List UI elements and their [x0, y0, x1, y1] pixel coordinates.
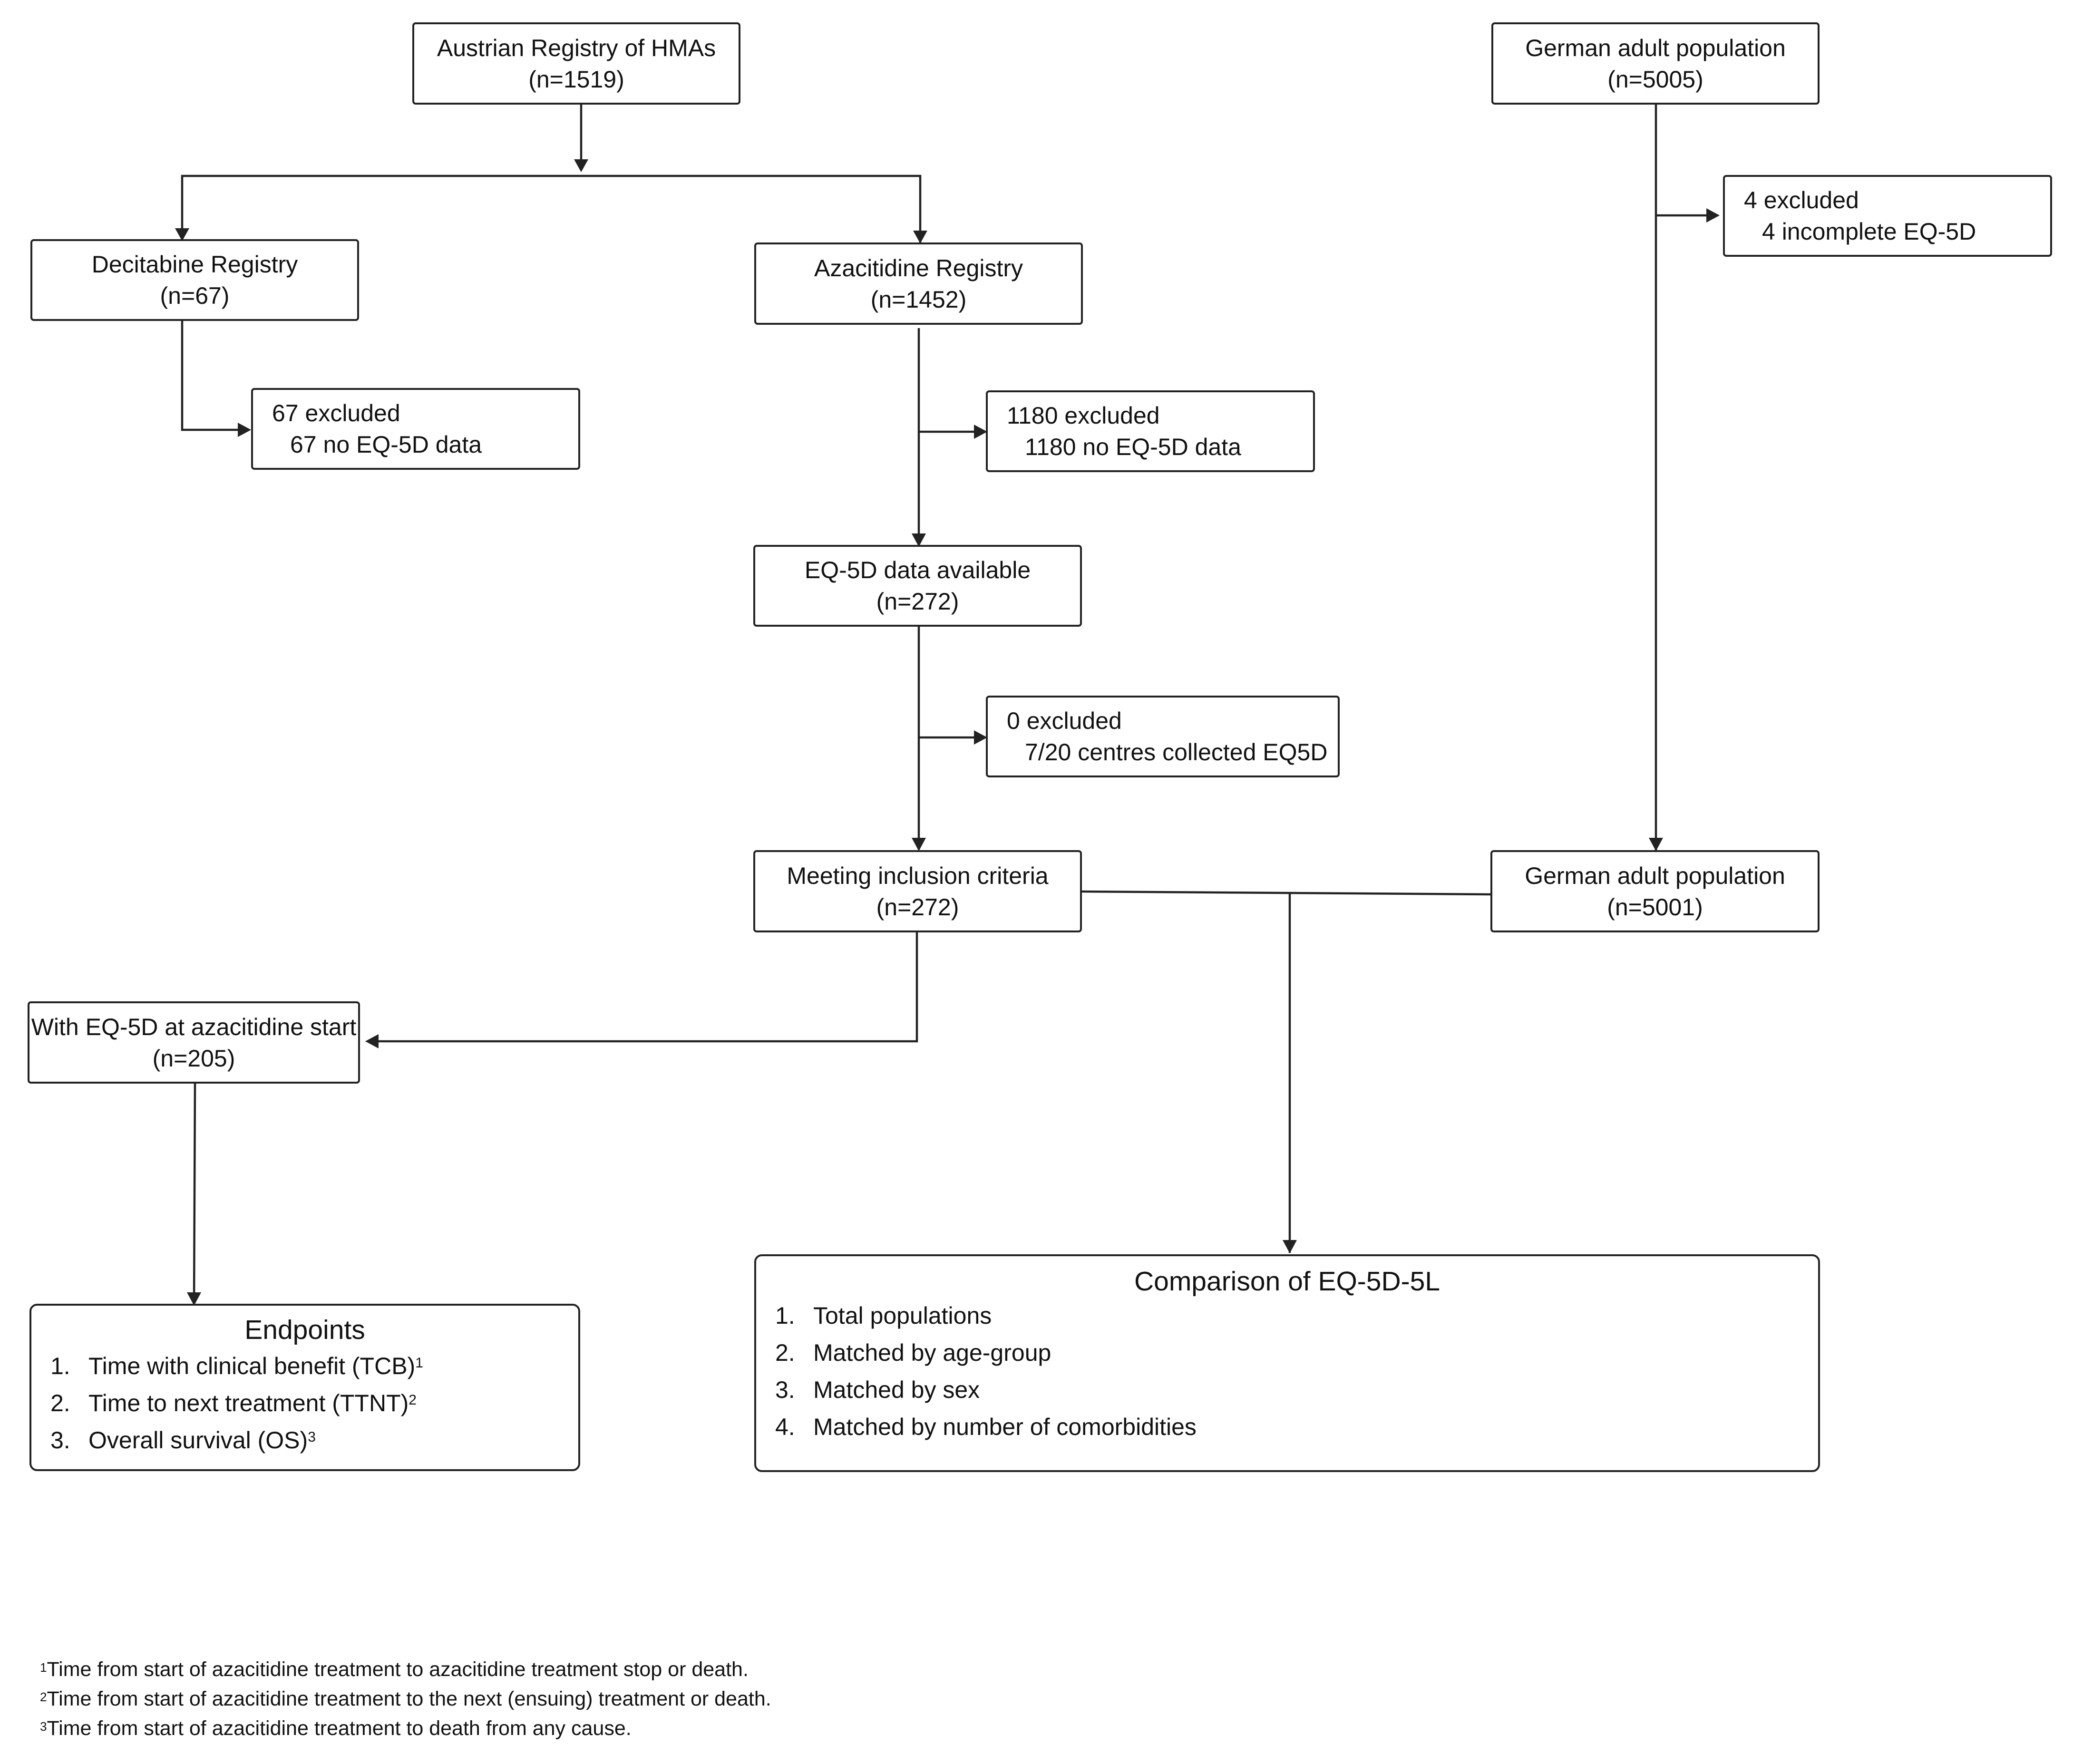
footnote-text: Time from start of azacitidine treatment… [47, 1658, 749, 1681]
arrowhead-azacitidine-excluded [974, 425, 987, 439]
decitabine-registry-title: Decitabine Registry [91, 251, 298, 278]
german-excluded-box: 4 excluded 4 incomplete EQ-5D [1723, 175, 2052, 257]
decitabine-registry-count: (n=67) [160, 282, 230, 309]
arrowhead-eq5d-available [912, 533, 926, 547]
comparison-text: Total populations [813, 1302, 992, 1329]
endpoint-number: 1. [50, 1353, 70, 1379]
footnote: 2Time from start of azacitidine treatmen… [40, 1684, 771, 1714]
arrowhead-comparison [1283, 1240, 1297, 1253]
centres-excluded-reason: 7/20 centres collected EQ5D [1025, 739, 1328, 766]
endpoint-text: Time to next treatment (TTNT) [88, 1390, 409, 1416]
eq5d-start-box: With EQ-5D at azacitidine start (n=205) [28, 1001, 360, 1084]
comparison-number: 1. [775, 1302, 795, 1329]
comparison-list: 1. Total populations 2. Matched by age-gro… [756, 1297, 1818, 1445]
endpoint-text: Overall survival (OS) [88, 1427, 308, 1454]
comparison-box: Comparison of EQ-5D-5L 1. Total populatio… [754, 1254, 1820, 1472]
comparison-item: 2. Matched by age-group [775, 1334, 1818, 1371]
inclusion-criteria-title: Meeting inclusion criteria [787, 862, 1049, 889]
arrowhead-german-bottom [1649, 838, 1663, 851]
comparison-item: 4. Matched by number of comorbidities [775, 1408, 1818, 1445]
azacitidine-excluded-reason: 1180 no EQ-5D data [1025, 434, 1241, 460]
footnote: 3Time from start of azacitidine treatmen… [40, 1714, 771, 1743]
centres-excluded-box: 0 excluded 7/20 centres collected EQ5D [986, 696, 1340, 777]
german-adult-bottom-title: German adult population [1525, 862, 1785, 889]
azacitidine-excluded-box: 1180 excluded 1180 no EQ-5D data [986, 390, 1315, 472]
endpoint-item: 2. Time to next treatment (TTNT)2 [50, 1385, 578, 1422]
comparison-text: Matched by sex [813, 1376, 980, 1403]
austrian-registry-count: (n=1519) [528, 66, 624, 93]
endpoint-item: 3. Overall survival (OS)3 [50, 1422, 578, 1459]
inclusion-criteria-box: Meeting inclusion criteria (n=272) [753, 850, 1082, 932]
endpoint-number: 3. [50, 1427, 70, 1454]
endpoints-box: Endpoints 1. Time with clinical benefit (… [29, 1304, 580, 1471]
arrowhead-endpoints [187, 1292, 201, 1306]
footnote-marker: 2 [40, 1690, 47, 1704]
comparison-number: 3. [775, 1376, 795, 1403]
endpoints-title: Endpoints [244, 1315, 365, 1345]
comparison-item: 1. Total populations [775, 1297, 1818, 1334]
german-adult-bottom-box: German adult population (n=5001) [1490, 850, 1820, 932]
footnote-text: Time from start of azacitidine treatment… [47, 1687, 771, 1710]
comparison-text: Matched by number of comorbidities [813, 1414, 1197, 1440]
comparison-item: 3. Matched by sex [775, 1371, 1818, 1408]
line-inclusion-to-eq5d-start [373, 931, 918, 1043]
decitabine-excluded-count: 67 excluded [272, 400, 400, 426]
arrowhead-austrian [574, 159, 588, 172]
endpoint-item: 1. Time with clinical benefit (TCB)1 [50, 1347, 578, 1385]
eq5d-available-count: (n=272) [876, 588, 959, 615]
arrowhead-german-excluded [1706, 208, 1720, 223]
comparison-text: Matched by age-group [813, 1339, 1051, 1366]
german-adult-top-count: (n=5005) [1607, 66, 1703, 93]
arrowhead-decitabine-excluded [238, 423, 251, 437]
comparison-number: 2. [775, 1339, 795, 1366]
german-adult-bottom-count: (n=5001) [1607, 893, 1703, 921]
arrowhead-azacitidine [913, 231, 927, 243]
endpoint-superscript: 2 [409, 1392, 417, 1408]
line-inclusion-to-german [1081, 890, 1491, 896]
decitabine-registry-box: Decitabine Registry (n=67) [30, 239, 359, 321]
endpoint-superscript: 3 [308, 1429, 316, 1445]
austrian-registry-title: Austrian Registry of HMAs [437, 34, 716, 61]
eq5d-start-title: With EQ-5D at azacitidine start [31, 1013, 357, 1040]
footnote: 1Time from start of azacitidine treatmen… [40, 1655, 771, 1684]
azacitidine-registry-box: Azacitidine Registry (n=1452) [754, 242, 1083, 325]
azacitidine-registry-count: (n=1452) [870, 286, 967, 313]
eq5d-start-count: (n=205) [152, 1045, 235, 1072]
arrowhead-decitabine [175, 228, 189, 241]
footnote-marker: 3 [40, 1719, 47, 1734]
german-adult-top-title: German adult population [1525, 34, 1786, 61]
german-excluded-count: 4 excluded [1744, 187, 1859, 213]
german-excluded-reason: 4 incomplete EQ-5D [1762, 218, 1976, 245]
endpoints-list: 1. Time with clinical benefit (TCB)1 2. Ti… [31, 1347, 578, 1459]
endpoint-number: 2. [50, 1390, 70, 1416]
decitabine-excluded-reason: 67 no EQ-5D data [290, 431, 482, 458]
split-line [181, 174, 922, 243]
azacitidine-registry-title: Azacitidine Registry [814, 254, 1023, 281]
inclusion-criteria-count: (n=272) [876, 893, 959, 921]
centres-excluded-count: 0 excluded [1007, 708, 1122, 734]
arrowhead-inclusion [912, 838, 926, 851]
arrowhead-eq5d-start [365, 1034, 379, 1048]
line-decitabine-to-excluded [181, 321, 247, 431]
comparison-title: Comparison of EQ-5D-5L [1134, 1266, 1440, 1297]
footnote-marker: 1 [40, 1660, 47, 1675]
comparison-number: 4. [775, 1414, 795, 1440]
eq5d-available-box: EQ-5D data available (n=272) [753, 545, 1082, 627]
austrian-registry-box: Austrian Registry of HMAs (n=1519) [412, 22, 740, 105]
line-eq5d-start-to-endpoints [193, 1083, 196, 1303]
arrowhead-centres-excluded [974, 730, 987, 745]
decitabine-excluded-box: 67 excluded 67 no EQ-5D data [251, 388, 580, 470]
eq5d-available-title: EQ-5D data available [804, 557, 1031, 583]
azacitidine-excluded-count: 1180 excluded [1007, 402, 1160, 429]
footnote-text: Time from start of azacitidine treatment… [47, 1717, 632, 1740]
endpoint-superscript: 1 [415, 1355, 423, 1371]
footnotes: 1Time from start of azacitidine treatmen… [40, 1655, 771, 1743]
german-adult-top-box: German adult population (n=5005) [1491, 22, 1820, 105]
endpoint-text: Time with clinical benefit (TCB) [88, 1353, 416, 1379]
